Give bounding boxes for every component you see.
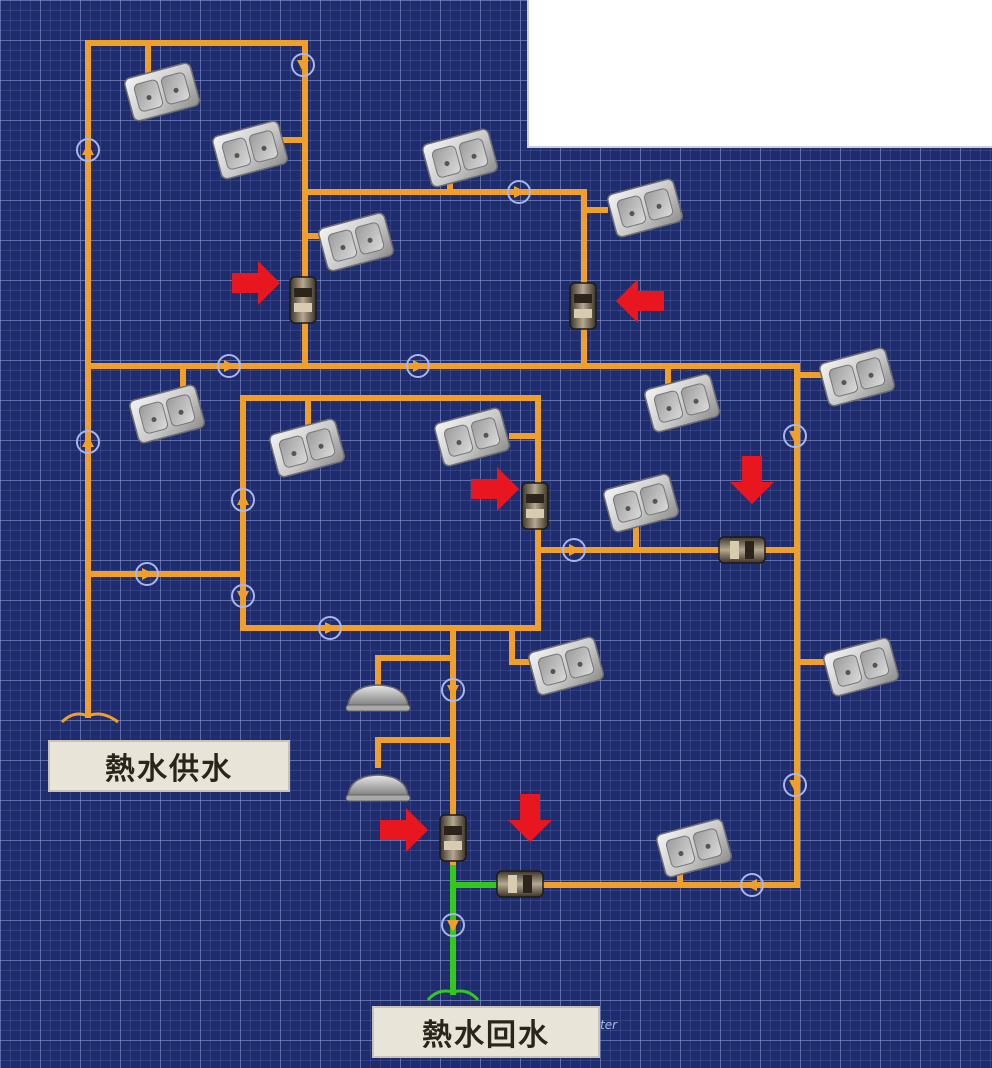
indicator-arrows [232,261,774,852]
valve-icon [718,536,766,564]
sink-icon [316,211,396,273]
return-outlet-curl [426,989,480,1002]
red-arrow-icon [471,467,519,511]
stray-text: ter [600,1018,618,1032]
sink-icon [642,372,722,434]
red-arrow-icon [380,808,428,852]
valve-icon [289,276,317,324]
shower-head-icon [345,774,411,802]
sink-icon [267,417,347,479]
sink-icon [432,406,512,468]
sink-icon [420,127,500,189]
shower-head-icon [345,684,411,712]
red-arrow-icon [508,794,552,842]
red-arrow-icon [232,261,280,305]
valve-icon [569,282,597,330]
red-arrow-icon [730,456,774,504]
sink-icon [821,636,901,698]
return-pipes [426,865,500,1002]
red-arrow-icon [616,279,664,323]
supply-outlet-curl [60,712,119,724]
sink-icon [210,119,290,181]
hot-water-supply-label: 熱水供水 [48,740,290,792]
sink-icon [526,635,606,697]
sink-icon [605,177,685,239]
pipe-inner-loop [240,395,541,631]
blank-panel [527,0,992,148]
pipe-shower-branch-1 [375,655,456,685]
valve-icon [521,482,549,530]
valve-icon [439,814,467,862]
pipe-main-horizontal [85,363,800,888]
sink-icon [122,61,202,123]
sink-icon [654,817,734,879]
pipe-shower-branch-2 [375,737,456,768]
hot-water-return-label: 熱水回水 [372,1006,600,1058]
valve-icon [496,870,544,898]
sink-icon [817,346,897,408]
sink-icon [127,383,207,445]
pipe-upper-right-loop [302,189,587,369]
sink-icon [601,472,681,534]
pipe-outer-top-loop [85,40,308,718]
pipe-lower-sink-drop [509,625,531,665]
